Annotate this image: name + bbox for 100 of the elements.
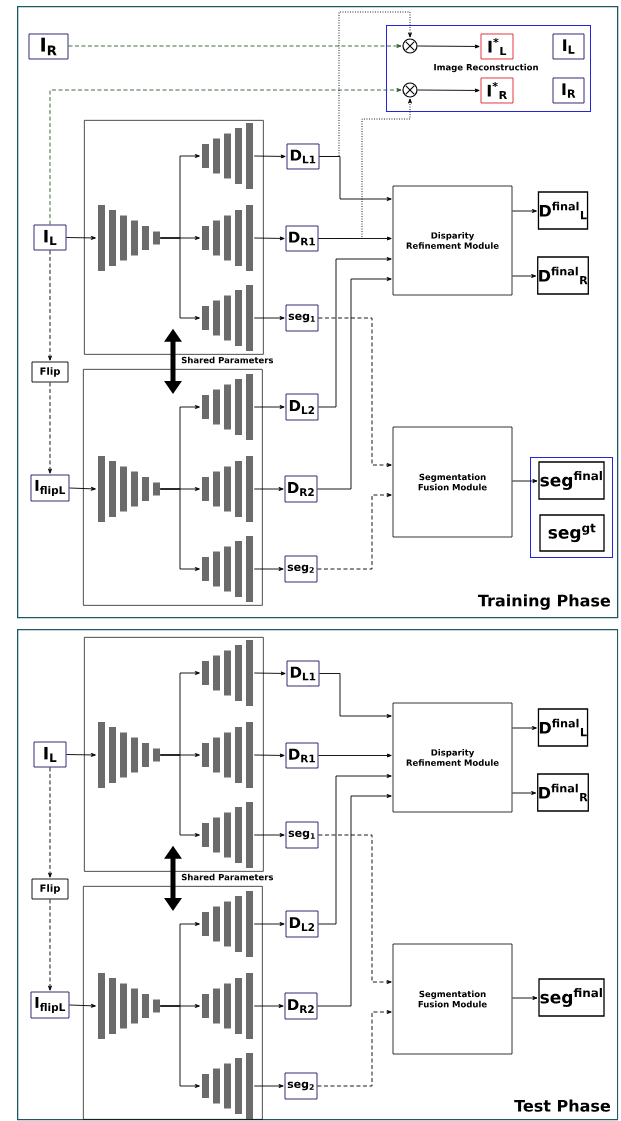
arrow: [318, 236, 392, 241]
arrow: [253, 405, 285, 409]
arrow: [69, 1003, 96, 1008]
multiply-symbol: [402, 38, 418, 54]
variable-box: I$_{R}$: [552, 77, 585, 104]
variable-box: I$_{L}$: [33, 224, 67, 251]
arrow: [318, 257, 392, 408]
group-box: [530, 457, 613, 558]
variable-box: seg$_{1}$: [285, 304, 319, 332]
arrow: [159, 488, 200, 571]
encoder-drawing: [98, 722, 160, 788]
variable-box: D$_{L2}$: [285, 393, 319, 421]
arrow: [319, 156, 392, 201]
decoder-drawing: [202, 374, 253, 440]
arrow: [66, 235, 96, 240]
arrow: [48, 382, 52, 474]
variable-box: D$_{L1}$: [286, 143, 320, 170]
encoder-drawing: [98, 973, 160, 1039]
arrow: [511, 479, 538, 483]
arrow: [253, 1004, 284, 1008]
variable-box: D$_{R2}$: [284, 992, 318, 1020]
process-box: Flip: [31, 878, 69, 900]
variable-box: I$_{L}$: [33, 741, 67, 768]
arrow: [48, 250, 52, 361]
arrow: [318, 317, 392, 467]
process-box: Flip: [31, 361, 69, 383]
arrow: [48, 899, 52, 991]
variable-box: D$_{R1}$: [285, 225, 319, 252]
edge-label: Shared Parameters: [180, 355, 275, 365]
decoder-drawing: [202, 205, 253, 271]
decoder-drawing: [202, 536, 253, 602]
arrow: [317, 277, 392, 490]
arrow: [253, 567, 284, 571]
arrow: [68, 44, 402, 48]
phase-title: Test Phase: [514, 1099, 610, 1112]
encoder-drawing: [98, 205, 160, 271]
result-box: D$^{final}$R: [537, 773, 589, 812]
network-box: [84, 637, 264, 872]
arrow: [159, 237, 200, 320]
arrow: [253, 316, 285, 320]
arrow: [317, 493, 392, 570]
arrow: [417, 44, 480, 49]
decoder-drawing: [202, 891, 253, 957]
variable-box: I$_{flipL}$: [30, 474, 70, 502]
arrow: [253, 487, 284, 491]
arrow: [317, 794, 392, 1007]
decoder-drawing: [202, 802, 253, 868]
arrow: [253, 1084, 284, 1088]
variable-box: seg$_{2}$: [284, 555, 318, 583]
group-label: Image Reconstruction: [434, 63, 538, 73]
arrow: [318, 774, 392, 925]
arrow: [319, 673, 392, 718]
variable-box: D$_{L1}$: [286, 660, 320, 687]
decoder-drawing: [202, 285, 253, 351]
module-box: Segmentation Fusion Module: [392, 943, 513, 1055]
decoder-drawing: [202, 1053, 253, 1119]
arrow: [511, 791, 537, 795]
variable-box: I$_{flipL}$: [30, 991, 70, 1019]
arrow: [253, 671, 286, 676]
module-box: Disparity Refinement Module: [392, 185, 513, 296]
arrow: [511, 209, 537, 213]
multiply-symbol: [402, 82, 418, 98]
variable-box: D$_{L2}$: [285, 910, 319, 938]
network-box: [83, 886, 263, 1120]
decoder-drawing: [202, 973, 253, 1039]
decoder-drawing: [202, 123, 253, 189]
network-box: [83, 369, 263, 606]
result-box: seg$^{gt}$: [539, 514, 605, 552]
reconstructed-image-box: I$^{*}$L: [480, 33, 514, 60]
result-box: D$^{final}$R: [537, 256, 589, 295]
arrow: [48, 767, 52, 878]
arrow: [49, 88, 402, 225]
variable-box: seg$_{2}$: [284, 1072, 318, 1100]
decoder-drawing: [202, 722, 253, 788]
variable-box: D$_{R1}$: [285, 742, 319, 769]
arrow: [318, 834, 392, 984]
module-box: Segmentation Fusion Module: [392, 426, 513, 538]
arrow: [511, 726, 537, 730]
variable-box: seg$_{1}$: [285, 821, 319, 849]
arrow: [253, 922, 285, 926]
arrow: [66, 752, 96, 757]
arrow: [253, 833, 285, 837]
arrow: [159, 1005, 200, 1088]
encoder-drawing: [98, 456, 160, 522]
arrow: [253, 753, 285, 758]
module-box: Disparity Refinement Module: [392, 702, 513, 813]
result-box: seg$^{final}$: [538, 461, 605, 500]
result-box: D$^{final}$L: [537, 708, 589, 747]
decoder-drawing: [202, 456, 253, 522]
decoder-drawing: [202, 640, 253, 706]
arrow: [318, 753, 392, 758]
network-box: [84, 120, 264, 355]
result-box: D$^{final}$L: [537, 191, 589, 230]
arrow: [417, 88, 480, 93]
arrow: [253, 154, 286, 159]
arrow: [511, 274, 537, 278]
variable-box: I$_{L}$: [552, 33, 585, 60]
arrow: [69, 486, 96, 491]
arrow: [511, 996, 538, 1000]
result-box: seg$^{final}$: [538, 978, 605, 1017]
